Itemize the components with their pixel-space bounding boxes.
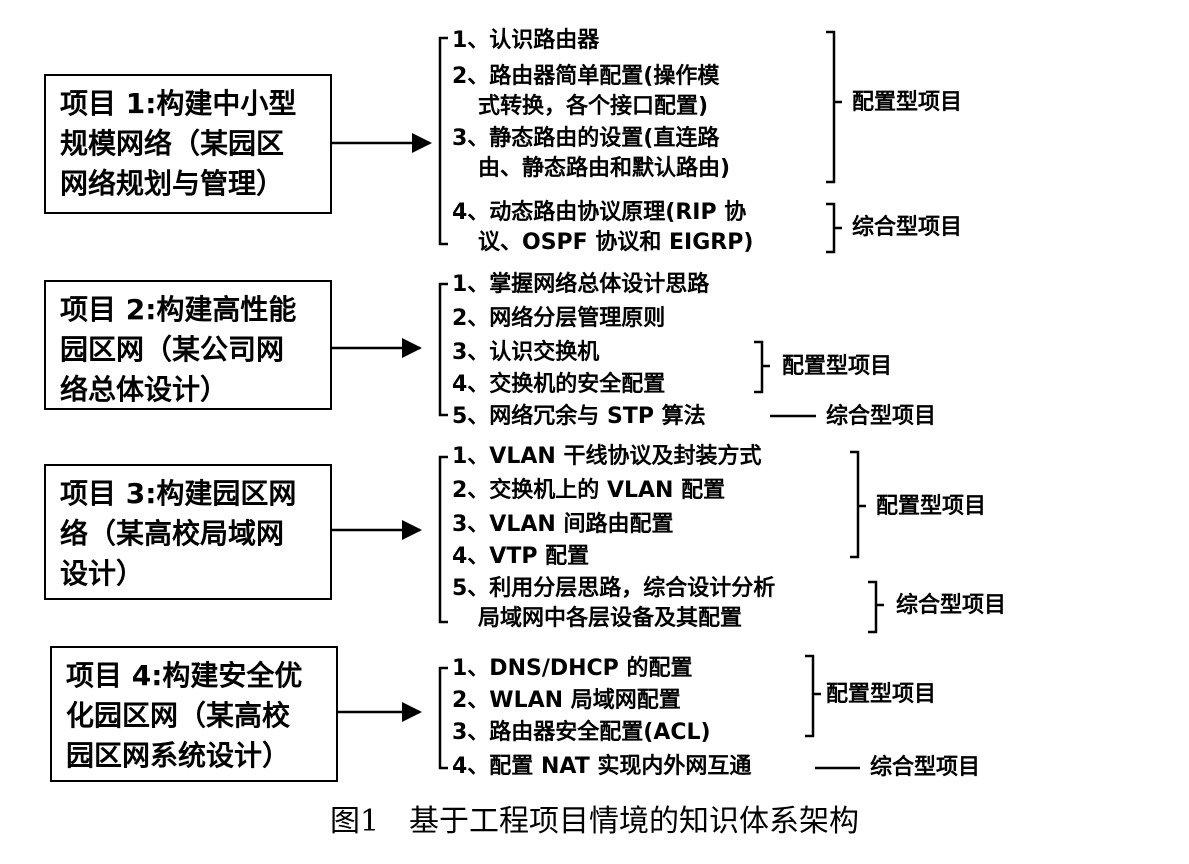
p3-task-5-line-2: 局域网中各层设备及其配置 (478, 606, 743, 631)
project-4-title-line-3: 园区网系统设计） (66, 739, 291, 772)
p3-task-3: 3、VLAN 间路由配置 (452, 510, 673, 540)
p1-group1-brace (826, 30, 842, 184)
p3-group-2-label: 综合型项目 (896, 593, 1007, 618)
p4-task-1: 1、DNS/DHCP 的配置 (452, 654, 692, 684)
project-3-box: 项目 3:构建园区网 络（某高校局域网 设计） (44, 464, 332, 600)
p2-task-2: 2、网络分层管理原则 (452, 304, 665, 334)
p2-task-4-line-1: 4、交换机的安全配置 (452, 372, 666, 397)
p1-task-3-line-2: 由、静态路由和默认路由) (478, 156, 731, 181)
p1-task-1: 1、认识路由器 (452, 26, 599, 56)
p1-task-1-line-1: 1、认识路由器 (452, 28, 600, 53)
project-4-box: 项目 4:构建安全优 化园区网（某高校 园区网系统设计） (50, 646, 338, 782)
project-3-title-line-2: 络（某高校局域网 (60, 517, 285, 550)
p3-left-bracket (438, 455, 448, 624)
project-2-title-line-2: 园区网（某公司网 (60, 333, 285, 366)
p1-task-3-line-1: 3、静态路由的设置(直连路 (452, 126, 720, 151)
p2-task-3-line-1: 3、认识交换机 (452, 340, 600, 365)
p4-task-1-line-1: 1、DNS/DHCP 的配置 (452, 656, 693, 681)
p4-task-3-line-1: 3、路由器安全配置(ACL) (452, 720, 711, 745)
p4-left-bracket (438, 666, 448, 770)
p4-task-2-line-1: 2、WLAN 局域网配置 (452, 688, 681, 713)
p4-task-4-line-1: 4、配置 NAT 实现内外网互通 (452, 754, 752, 779)
project-2-title-line-3: 络总体设计） (60, 373, 229, 406)
p2-task-2-line-1: 2、网络分层管理原则 (452, 306, 666, 331)
p2-group-2-label: 综合型项目 (826, 404, 937, 429)
p2-task-1-line-1: 1、掌握网络总体设计思路 (452, 272, 710, 297)
p2-task-1: 1、掌握网络总体设计思路 (452, 270, 709, 300)
p2-task-4: 4、交换机的安全配置 (452, 370, 665, 400)
p2-task-5: 5、网络冗余与 STP 算法 (452, 402, 706, 432)
p2-task-5-line-1: 5、网络冗余与 STP 算法 (452, 404, 706, 429)
p1-group-1-label: 配置型项目 (852, 90, 963, 115)
project-1-title-line-2: 规模网络（某园区 (60, 127, 285, 160)
project-1-box: 项目 1:构建中小型 规模网络（某园区 网络规划与管理） (44, 74, 332, 214)
project-3-title-line-3: 设计） (60, 557, 145, 590)
p1-task-4-line-1: 4、动态路由协议原理(RIP 协 (452, 200, 747, 225)
p4-group-2-label: 综合型项目 (870, 755, 981, 780)
p3-task-3-line-1: 3、VLAN 间路由配置 (452, 512, 674, 537)
figure-caption: 图1 基于工程项目情境的知识体系架构 (329, 804, 860, 839)
p4-task-3: 3、路由器安全配置(ACL) (452, 718, 711, 748)
p3-task-2: 2、交换机上的 VLAN 配置 (452, 476, 725, 506)
p2-left-bracket (438, 282, 448, 417)
p3-group1-brace (850, 450, 866, 559)
p3-task-4-line-1: 4、VTP 配置 (452, 544, 590, 569)
p4-group1-brace (805, 654, 821, 738)
project-4-title-line-2: 化园区网（某高校 (66, 699, 291, 732)
p1-task-2-line-2: 式转换，各个接口配置) (478, 94, 709, 119)
p3-task-2-line-1: 2、交换机上的 VLAN 配置 (452, 478, 726, 503)
p2-task-3: 3、认识交换机 (452, 338, 599, 368)
p4-task-2: 2、WLAN 局域网配置 (452, 686, 681, 716)
p1-group2-brace (826, 202, 842, 254)
p3-task-1: 1、VLAN 干线协议及封装方式 (452, 442, 761, 472)
p1-task-4-line-2: 议、OSPF 协议和 EIGRP) (478, 230, 754, 255)
p4-task-4: 4、配置 NAT 实现内外网互通 (452, 752, 751, 782)
p3-task-4: 4、VTP 配置 (452, 542, 589, 572)
p1-task-4: 4、动态路由协议原理(RIP 协 议、OSPF 协议和 EIGRP) (452, 198, 753, 258)
p3-task-1-line-1: 1、VLAN 干线协议及封装方式 (452, 444, 762, 469)
project-3-title-line-1: 项目 3:构建园区网 (60, 477, 297, 510)
p4-group-1-label: 配置型项目 (826, 682, 937, 707)
project-2-title-line-1: 项目 2:构建高性能 (60, 293, 297, 326)
p3-task-5-line-1: 5、利用分层思路，综合设计分析 (452, 576, 776, 601)
project-1-title-line-1: 项目 1:构建中小型 (60, 87, 297, 120)
p1-task-2-line-1: 2、路由器简单配置(操作模 (452, 64, 720, 89)
p3-group-1-label: 配置型项目 (876, 494, 987, 519)
project-4-title-line-1: 项目 4:构建安全优 (66, 659, 303, 692)
project-2-box: 项目 2:构建高性能 园区网（某公司网 络总体设计） (44, 280, 332, 410)
p2-group1-brace (754, 340, 770, 394)
p3-task-5: 5、利用分层思路，综合设计分析 局域网中各层设备及其配置 (452, 574, 775, 634)
project-1-title-line-3: 网络规划与管理） (60, 167, 285, 200)
p1-group-2-label: 综合型项目 (852, 215, 963, 240)
p2-group-1-label: 配置型项目 (782, 354, 893, 379)
p1-task-2: 2、路由器简单配置(操作模 式转换，各个接口配置) (452, 62, 719, 122)
p1-task-3: 3、静态路由的设置(直连路 由、静态路由和默认路由) (452, 124, 730, 184)
p3-group2-brace (868, 580, 884, 634)
p1-left-bracket (438, 36, 448, 246)
